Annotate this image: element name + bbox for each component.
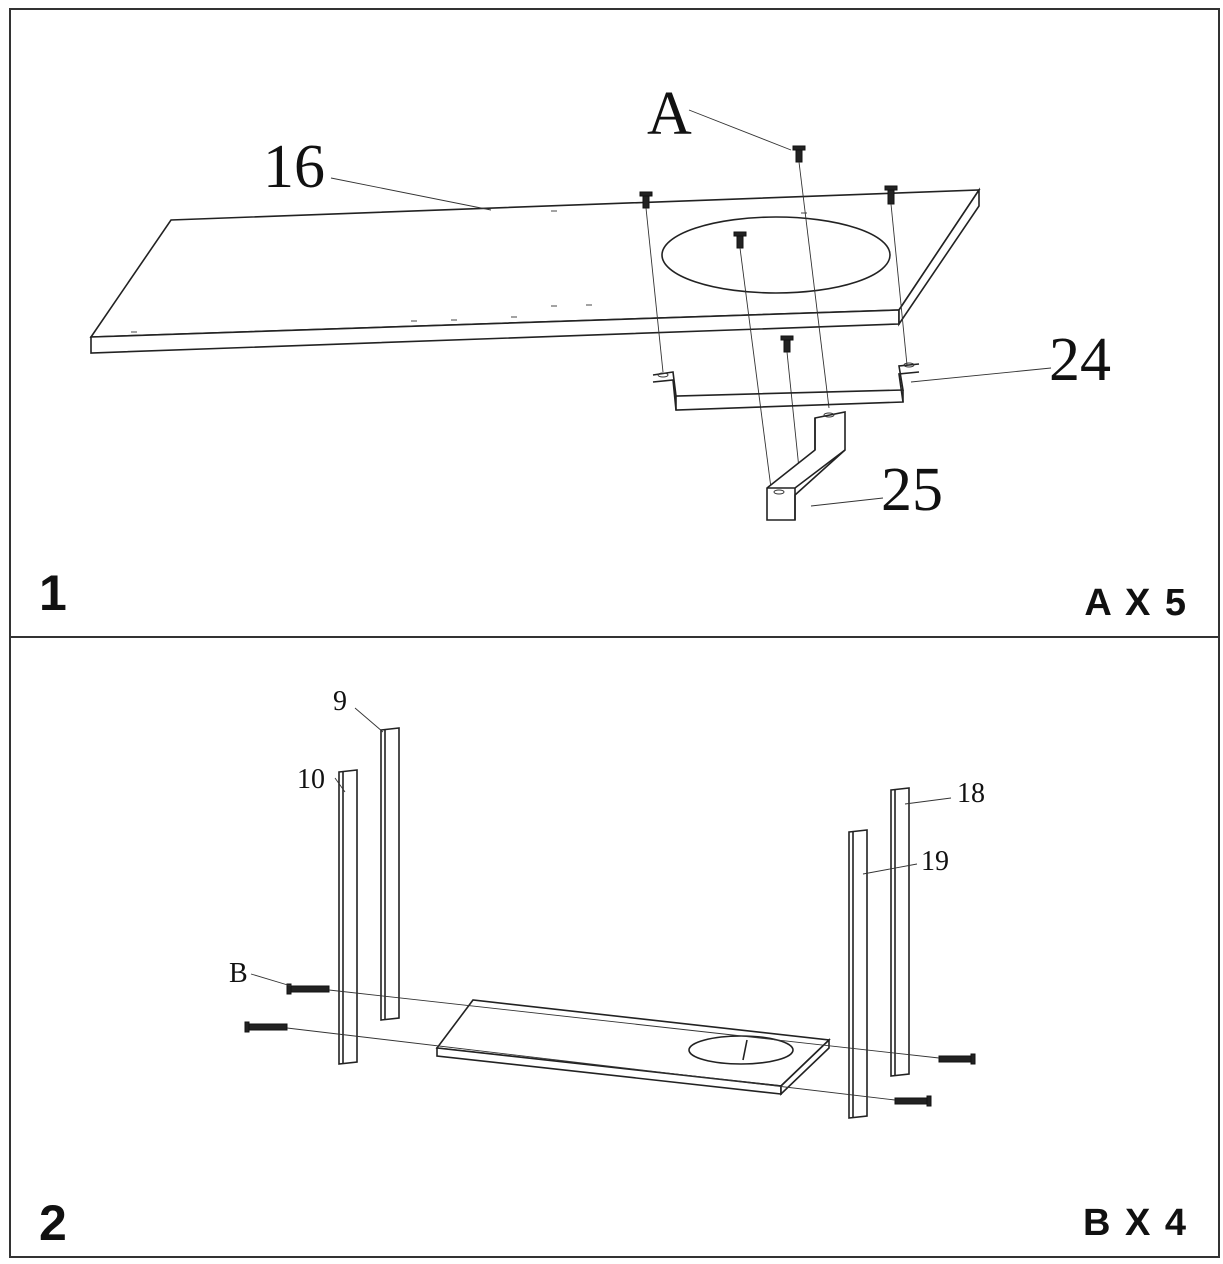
callout-10: 10 (297, 764, 325, 795)
leg-10-part (338, 769, 358, 1065)
hardware-quantity: A X 5 (1084, 582, 1188, 624)
leg-19-part (848, 829, 868, 1119)
support-part (766, 411, 846, 521)
callout-b: B (229, 958, 248, 989)
callout-16: 16 (263, 133, 325, 201)
callout-a: A (647, 80, 692, 148)
hardware-quantity: B X 4 (1082, 1202, 1188, 1244)
step-1-panel: 16 A 24 25 1 A X 5 (9, 8, 1220, 638)
leg-9-part (380, 727, 400, 1021)
step-1-diagram: 16 A 24 25 (89, 80, 1111, 524)
leader-lines (330, 109, 1052, 507)
callout-25: 25 (881, 456, 943, 524)
step-number: 1 (39, 565, 67, 621)
assembly-guide-lines (286, 989, 940, 1101)
leader-lines (250, 707, 952, 987)
step-2-diagram: 9 10 18 19 B (229, 686, 985, 1119)
top-panel-part (89, 187, 981, 354)
step-2-panel: 9 10 18 19 B 2 B X 4 (9, 636, 1220, 1258)
callout-9: 9 (333, 686, 347, 717)
assembly-guide-lines (645, 161, 908, 489)
bracket-part (652, 362, 920, 411)
bottom-panel-part (435, 999, 831, 1096)
leg-18-part (890, 787, 910, 1077)
bolt-b-icon (244, 983, 976, 1107)
callout-18: 18 (957, 778, 985, 809)
callout-19: 19 (921, 846, 949, 877)
callout-24: 24 (1049, 326, 1111, 394)
step-number: 2 (39, 1195, 67, 1251)
